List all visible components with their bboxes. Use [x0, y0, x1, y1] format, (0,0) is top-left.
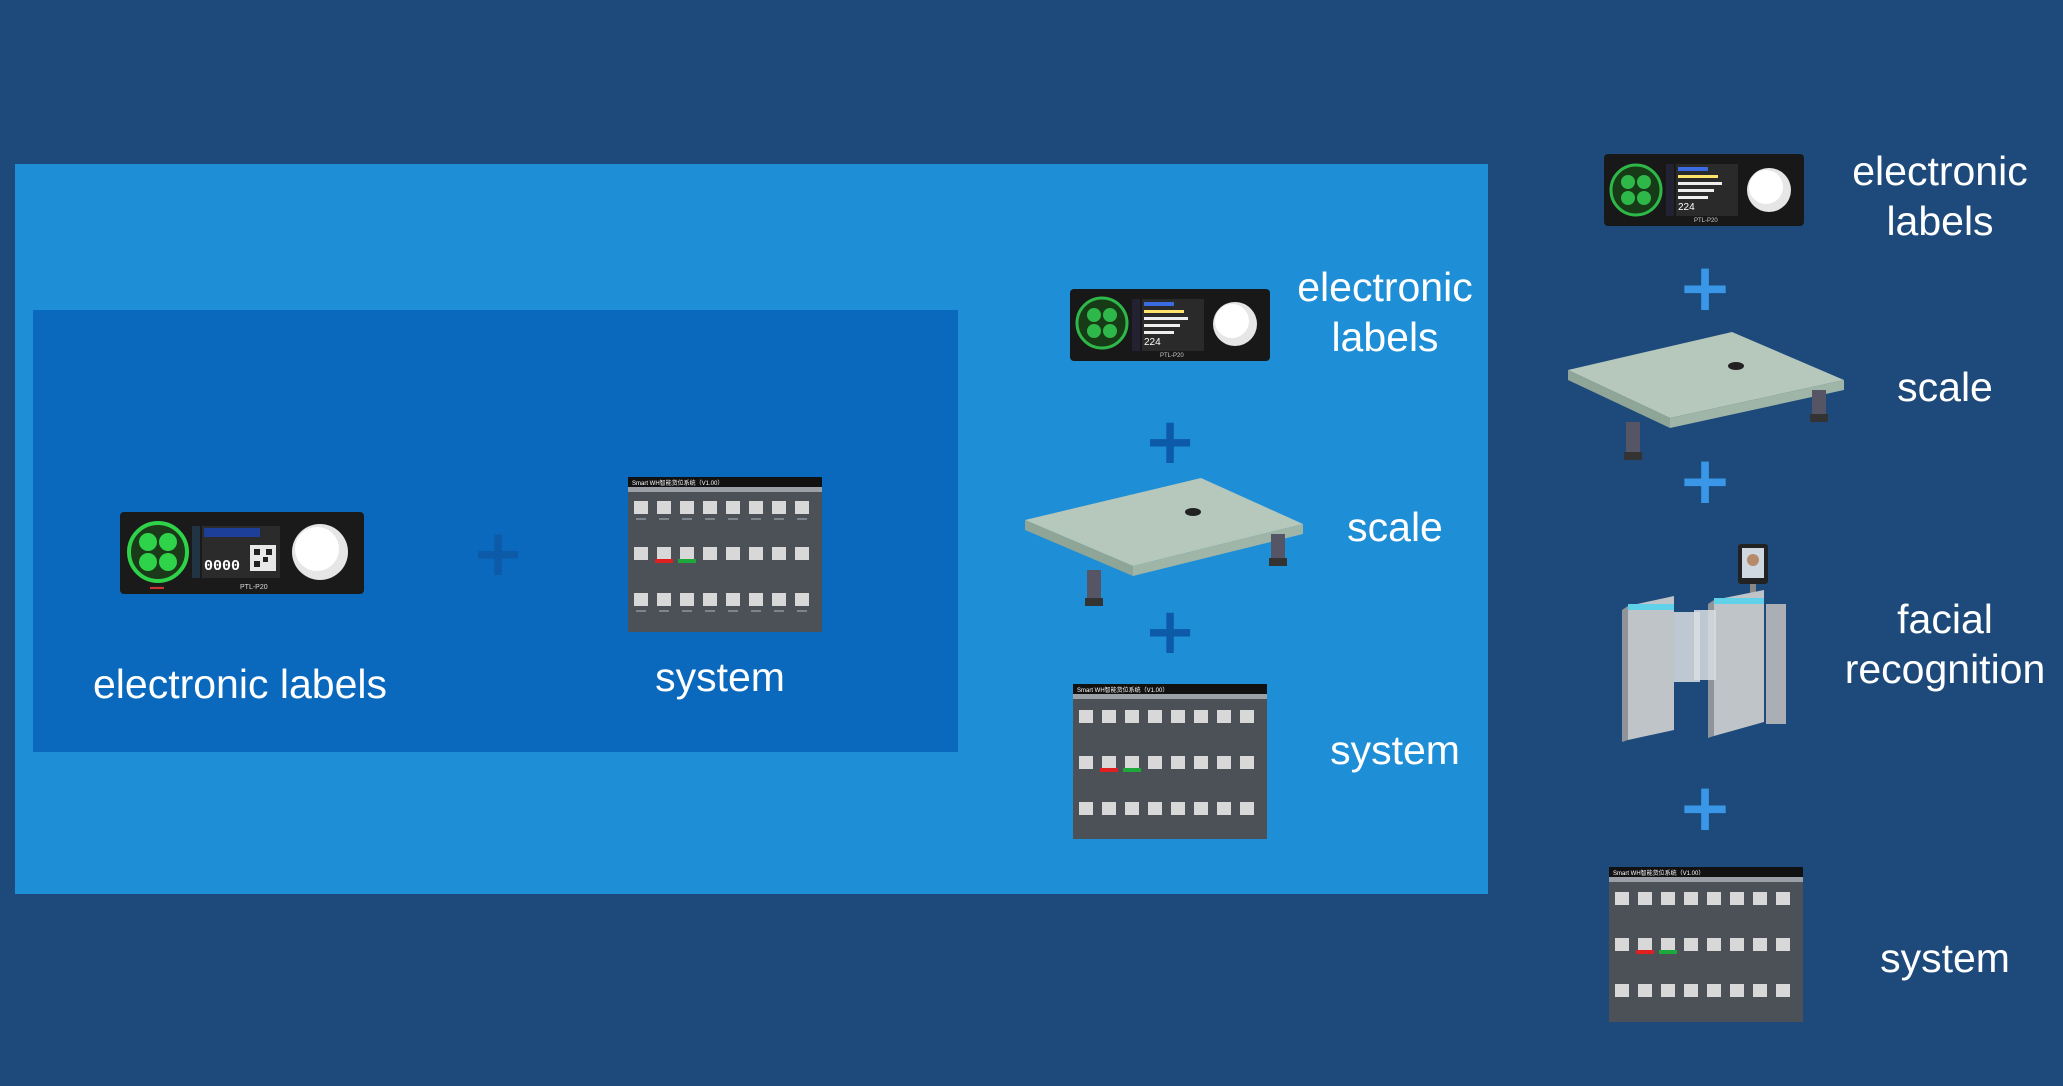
svg-text:Smart WH智能货位系统（V1.00）: Smart WH智能货位系统（V1.00）: [632, 479, 723, 487]
scale-platform-image: [1568, 330, 1848, 466]
label-electronic-labels: electronic labels: [93, 661, 387, 707]
svg-text:224: 224: [1144, 337, 1161, 348]
label-system: system: [1330, 727, 1460, 773]
plus-icon: +: [1677, 249, 1733, 326]
plus-icon: +: [1677, 769, 1733, 846]
system-screen-image: Smart WH智能货位系统（V1.00）: [1073, 684, 1267, 839]
electronic-label-device-image: 224 PTL-P20: [1604, 154, 1804, 226]
svg-text:PTL-P20: PTL-P20: [1694, 218, 1718, 224]
electronic-label-device-image: 224 PTL-P20: [1070, 289, 1270, 361]
svg-text:PTL-P20: PTL-P20: [1160, 353, 1184, 359]
system-screen-image: Smart WH智能货位系统（V1.00）: [1609, 867, 1803, 1022]
label-system: system: [1880, 935, 2010, 981]
label-system: system: [655, 654, 785, 700]
plus-icon: +: [471, 517, 525, 591]
svg-text:Smart WH智能货位系统（V1.00）: Smart WH智能货位系统（V1.00）: [1077, 686, 1168, 694]
label-scale: scale: [1347, 504, 1443, 550]
label-facial: facial: [1897, 596, 1993, 642]
plus-icon: +: [1677, 442, 1733, 519]
electronic-label-device-image: 0000 PTL-P20 ▬▬: [120, 512, 364, 594]
scale-platform-image: [1025, 474, 1305, 614]
svg-text:224: 224: [1678, 202, 1695, 213]
plus-icon: +: [1143, 595, 1197, 669]
label-scale: scale: [1897, 364, 1993, 410]
facial-recognition-gate-image: [1614, 540, 1790, 748]
svg-text:Smart WH智能货位系统（V1.00）: Smart WH智能货位系统（V1.00）: [1613, 869, 1704, 877]
label-electronic: electronic: [1852, 148, 2028, 194]
system-screen-image: Smart WH智能货位系统（V1.00）: [628, 477, 822, 632]
svg-text:▬▬: ▬▬: [150, 584, 164, 591]
label-labels: labels: [1886, 198, 1994, 244]
label-electronic: electronic: [1297, 264, 1473, 310]
label-recognition: recognition: [1844, 646, 2046, 692]
svg-text:PTL-P20: PTL-P20: [240, 584, 268, 591]
plus-icon: +: [1143, 405, 1197, 479]
label-labels: labels: [1331, 314, 1439, 360]
svg-text:0000: 0000: [204, 558, 240, 575]
